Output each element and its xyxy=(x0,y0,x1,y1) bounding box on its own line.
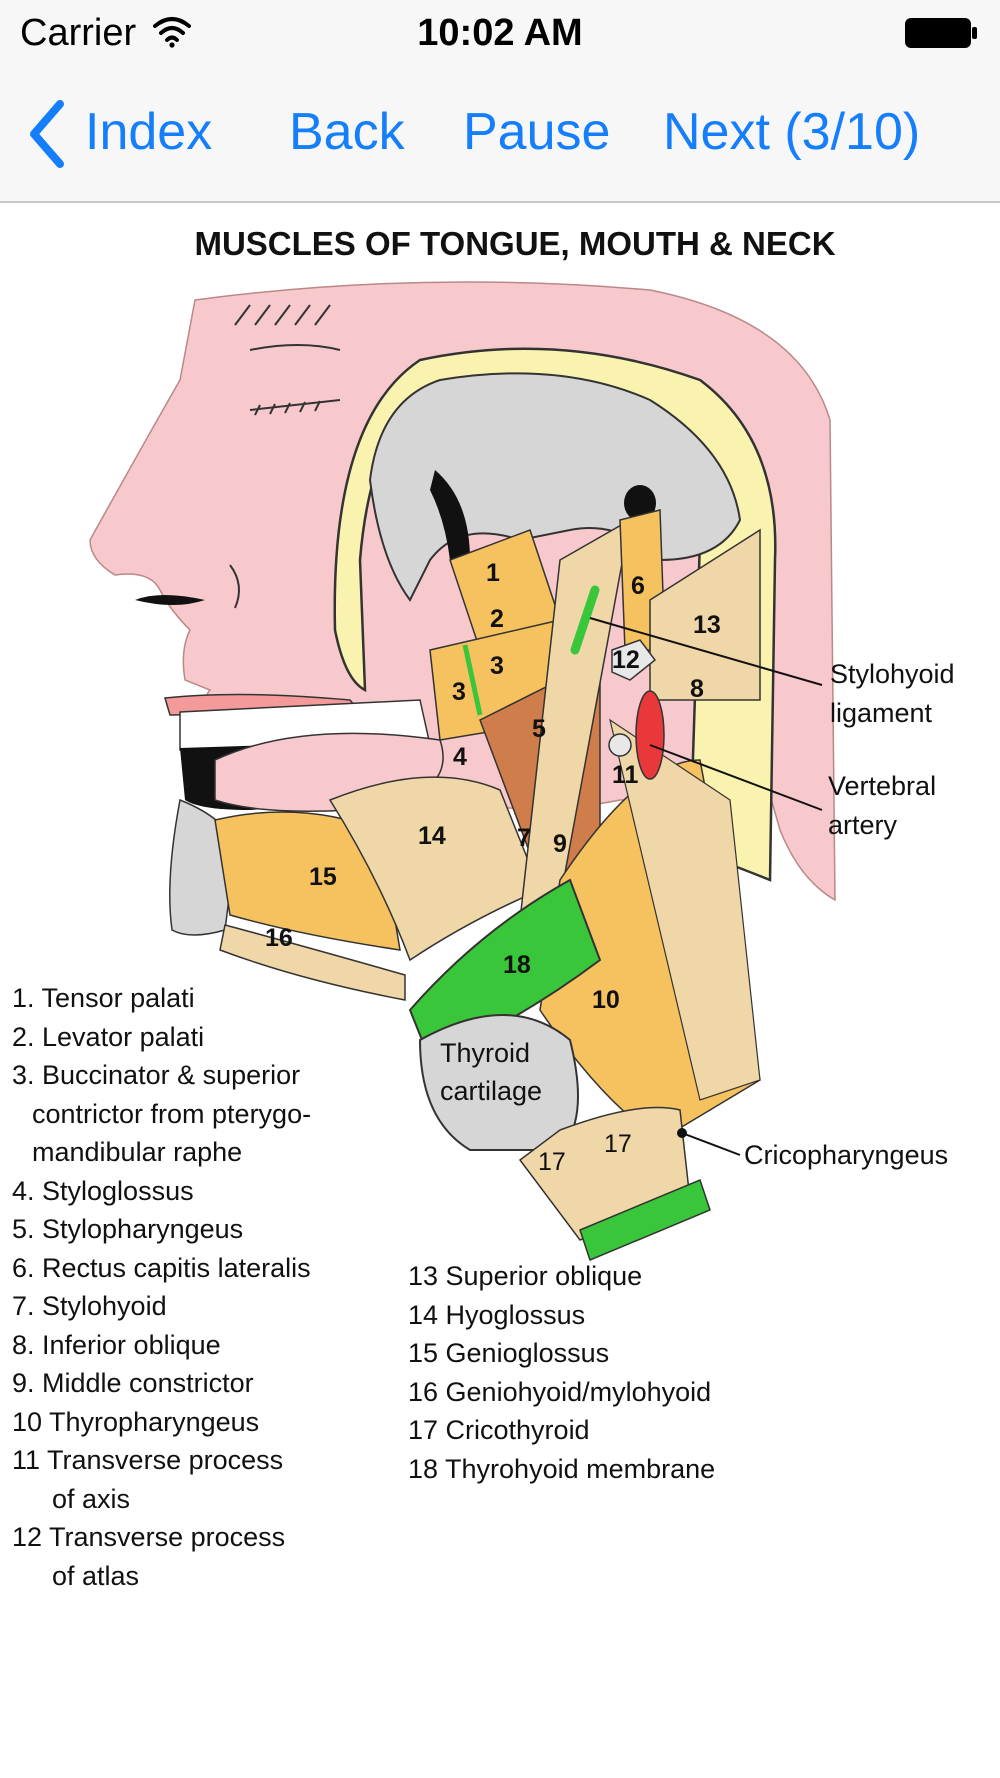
cricopharyngeus-dot xyxy=(677,1128,687,1138)
status-bar: Carrier 10:02 AM xyxy=(0,0,1000,70)
legend-item: 10 Thyropharyngeus xyxy=(12,1406,260,1437)
legend-item: 9. Middle constrictor xyxy=(12,1368,254,1398)
green-band-3 xyxy=(462,644,483,716)
slide-content: MUSCLES OF TONGUE, MOUTH & NECK xyxy=(0,203,1000,1778)
region-number: 17 xyxy=(538,1148,566,1176)
legend-item: 11 Transverse process xyxy=(12,1445,284,1475)
region-number: 17 xyxy=(604,1130,632,1158)
region-number: 16 xyxy=(265,924,293,952)
muscle-16 xyxy=(219,924,406,1001)
carrier-label: Carrier xyxy=(20,12,137,54)
legend-item: 7. Stylohyoid xyxy=(12,1291,167,1321)
region-number: 10 xyxy=(592,986,620,1014)
region-number: 3 xyxy=(452,678,466,706)
legend-item: 16 Geniohyoid/mylohyoid xyxy=(408,1376,712,1407)
region-number: 4 xyxy=(453,743,467,771)
legend-item: 2. Levator palati xyxy=(12,1021,205,1052)
label-cricopharyngeus: Cricopharyngeus xyxy=(744,1140,948,1170)
next-button[interactable]: Next (3/10) xyxy=(663,103,921,161)
wifi-icon xyxy=(152,14,192,53)
region-number: 15 xyxy=(309,863,337,891)
trachea-ring xyxy=(579,1178,711,1262)
legend-item: 8. Inferior oblique xyxy=(12,1329,221,1360)
chevron-left-icon[interactable] xyxy=(26,100,66,173)
muscle-15 xyxy=(214,811,401,951)
legend-right: 13 Superior oblique 14 Hyoglossus 15 Gen… xyxy=(408,1257,715,1488)
transverse-process-atlas xyxy=(611,639,657,681)
ear-canal xyxy=(624,485,656,521)
status-time: 10:02 AM xyxy=(417,12,583,54)
label-thyroid-2: cartilage xyxy=(440,1076,542,1106)
leader-stylohyoid xyxy=(589,617,823,686)
transverse-process-axis xyxy=(608,733,632,757)
region-number: 5 xyxy=(532,715,546,743)
region-number: 18 xyxy=(503,951,531,979)
label-vertebral-1: Vertebral xyxy=(828,771,936,801)
vertebral-artery xyxy=(635,690,665,780)
pause-button[interactable]: Pause xyxy=(463,103,611,161)
muscle-13-8 xyxy=(649,528,761,701)
region-number: 6 xyxy=(631,572,645,600)
region-number: 9 xyxy=(553,830,567,858)
region-number: 11 xyxy=(612,761,639,789)
label-thyroid-1: Thyroid xyxy=(440,1038,530,1068)
region-number: 8 xyxy=(690,675,704,703)
legend-item: 5. Stylopharyngeus xyxy=(12,1214,244,1244)
legend-item: 13 Superior oblique xyxy=(408,1261,643,1291)
region-number: 2 xyxy=(490,605,504,633)
legend-item: mandibular raphe xyxy=(32,1137,243,1167)
muscle-11-region xyxy=(609,718,761,1101)
leader-cricopharyngeus xyxy=(681,1132,741,1156)
nostril xyxy=(135,595,205,605)
region-number: 3 xyxy=(490,652,504,680)
muscle-14 xyxy=(328,776,541,962)
diagram-title: MUSCLES OF TONGUE, MOUTH & NECK xyxy=(194,225,836,262)
battery-icon xyxy=(904,16,980,55)
region-number: 1 xyxy=(486,559,500,587)
legend-item: 17 Cricothyroid xyxy=(408,1415,590,1445)
legend-item: 3. Buccinator & superior xyxy=(12,1060,301,1090)
legend-item: 1. Tensor palati xyxy=(12,983,195,1013)
eye-marks xyxy=(249,399,341,416)
region-number: 13 xyxy=(693,611,721,639)
legend-item: 12 Transverse process xyxy=(12,1522,286,1552)
legend-left: 1. Tensor palati 2. Levator palati 3. Bu… xyxy=(12,979,311,1595)
eyebrow-marks xyxy=(234,304,341,351)
navigation-bar: Index Back Pause Next (3/10) xyxy=(0,70,1000,203)
legend-item: 14 Hyoglossus xyxy=(408,1299,586,1330)
legend-item: 15 Genioglossus xyxy=(408,1338,610,1368)
nose-wing xyxy=(229,564,240,609)
leader-vertebral xyxy=(649,744,823,811)
thyroid-cartilage xyxy=(418,1014,579,1151)
region-number: 3 xyxy=(452,678,466,706)
legend-item: of axis xyxy=(52,1483,131,1514)
legend-item: of atlas xyxy=(52,1560,140,1591)
label-stylohyoid-1: Stylohyoid xyxy=(830,659,955,689)
legend-item: 4. Styloglossus xyxy=(12,1175,194,1206)
legend-item: contrictor from pterygo- xyxy=(32,1098,312,1129)
region-number: 7 xyxy=(517,824,531,852)
back-button[interactable]: Back xyxy=(289,103,405,161)
index-button[interactable]: Index xyxy=(85,103,213,161)
legend-item: 6. Rectus capitis lateralis xyxy=(12,1252,311,1283)
label-vertebral-2: artery xyxy=(828,810,898,840)
region-number: 14 xyxy=(418,822,446,850)
legend-item: 18 Thyrohyoid membrane xyxy=(408,1453,716,1484)
region-number: 12 xyxy=(612,646,640,674)
label-stylohyoid-2: ligament xyxy=(830,698,933,728)
anatomy-diagram: 1 2 3 3 3 4 5 6 7 8 9 10 11 12 13 14 15 … xyxy=(89,281,955,1262)
stylohyoid-ligament xyxy=(570,585,600,655)
